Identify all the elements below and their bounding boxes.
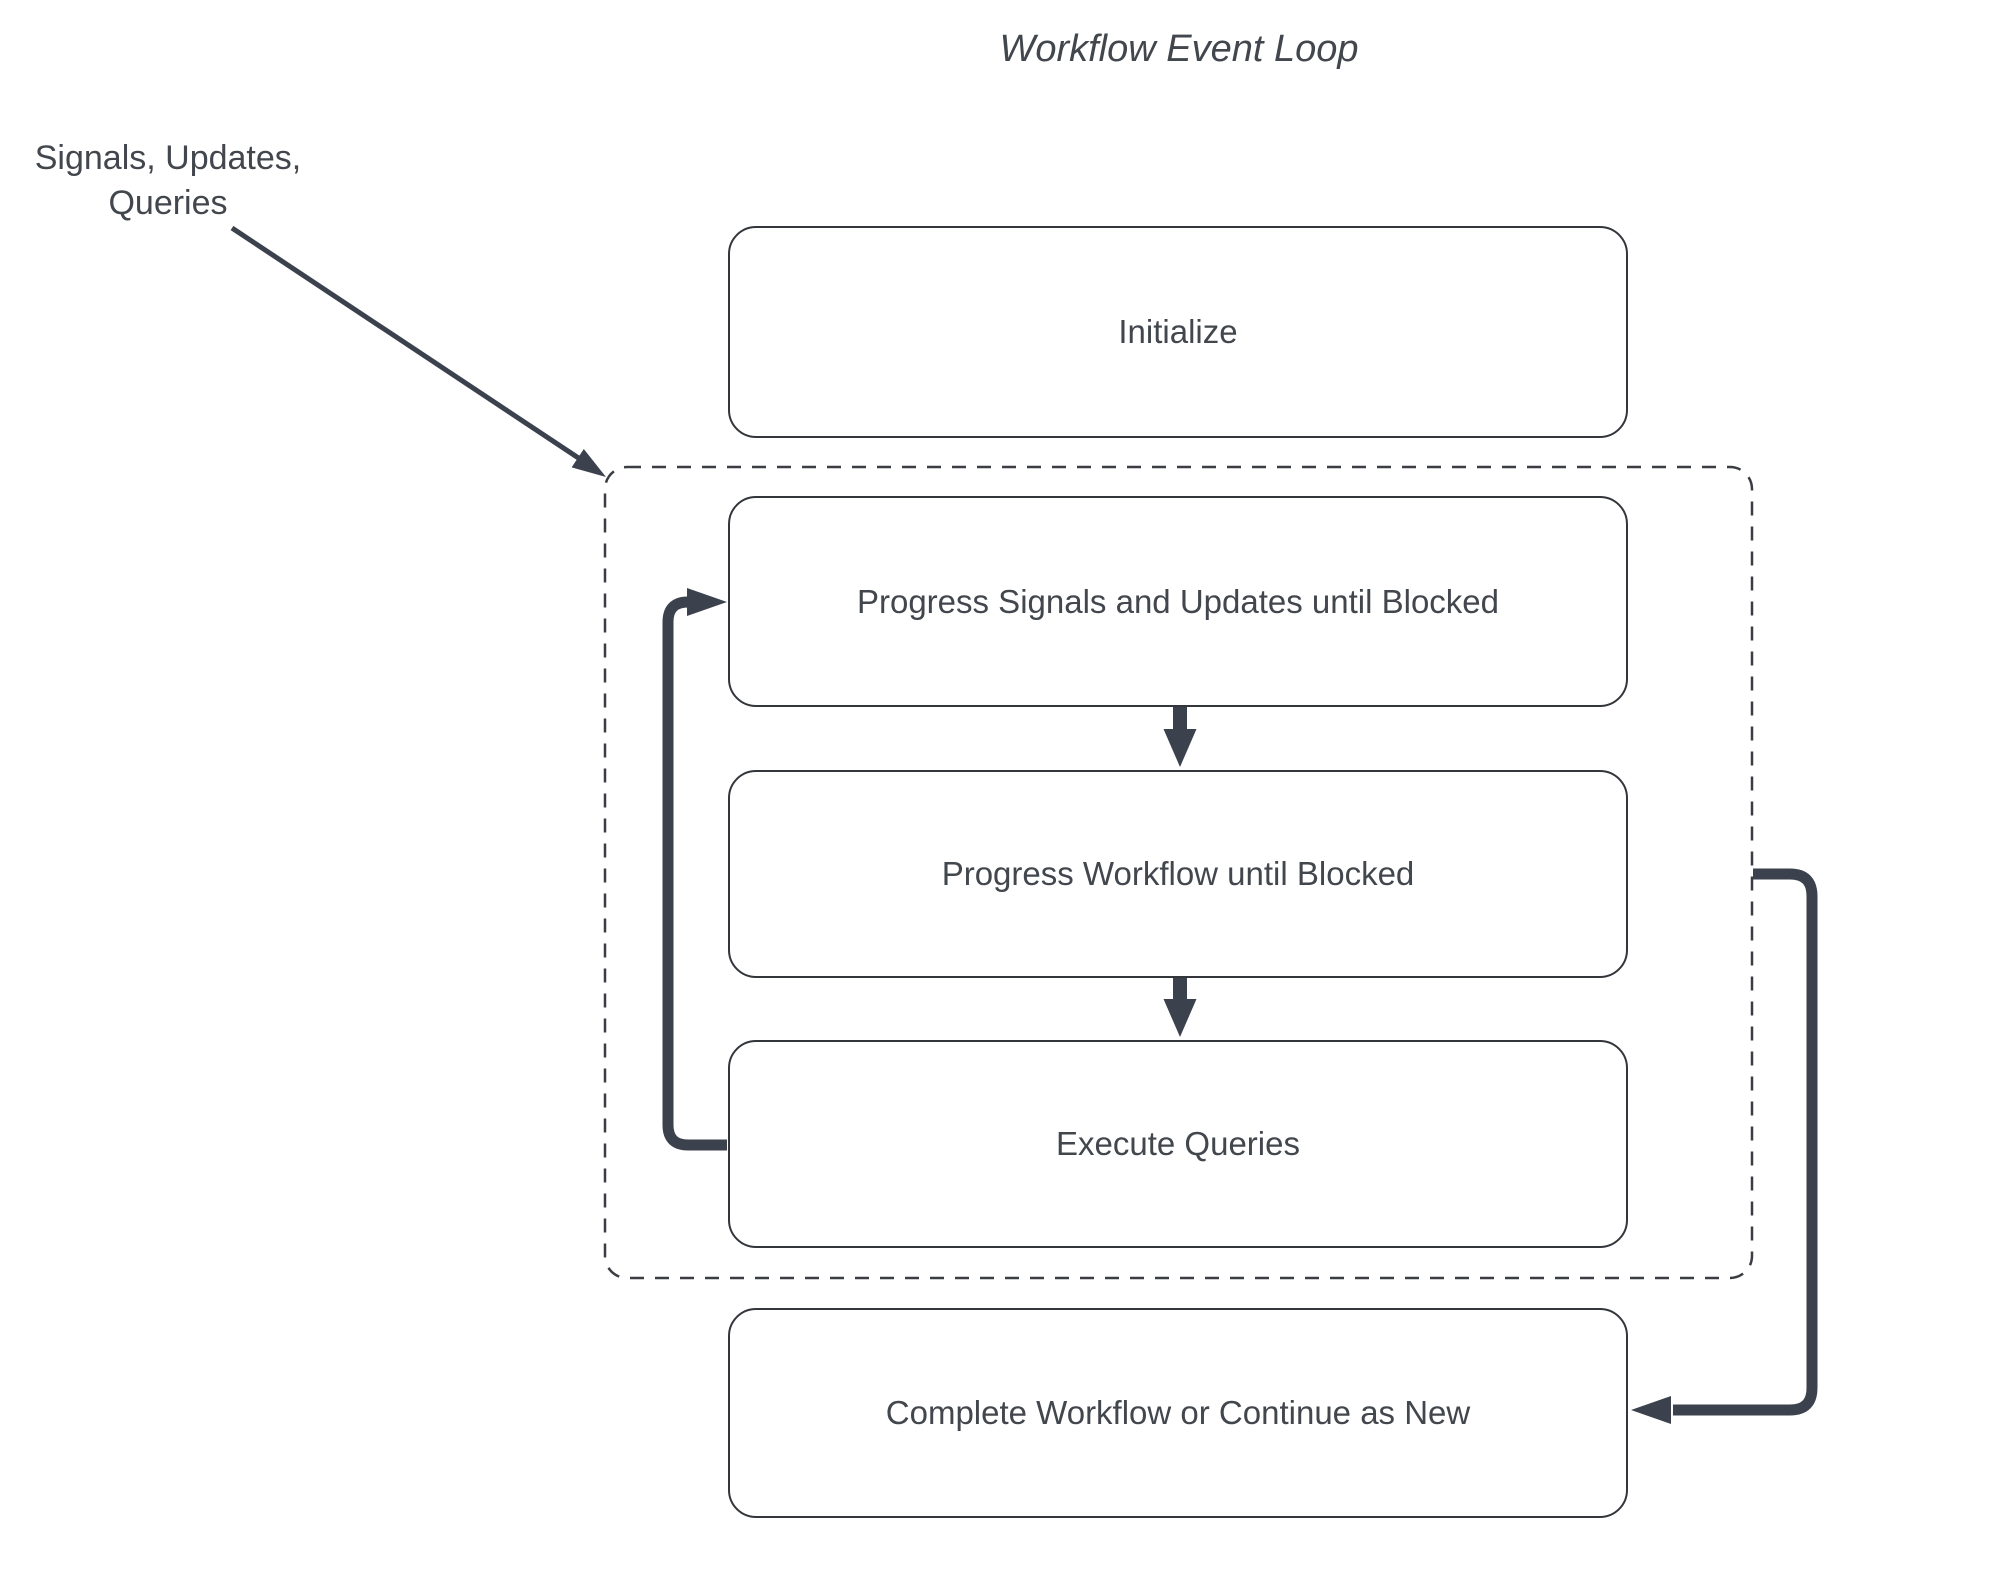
arrow-progress-workflow-to-execute-queries [1163, 977, 1197, 1037]
node-progress-signals-and-updates: Progress Signals and Updates until Block… [728, 496, 1628, 707]
node-complete-workflow-label: Complete Workflow or Continue as New [885, 1394, 1471, 1431]
annotation-line-2: Queries [108, 183, 228, 222]
node-complete-workflow: Complete Workflow or Continue as New [728, 1308, 1628, 1518]
arrow-execute-queries-to-progress-signals [662, 588, 727, 1151]
node-execute-queries: Execute Queries [728, 1040, 1628, 1248]
node-progress-workflow: Progress Workflow until Blocked [728, 770, 1628, 978]
arrow-event-loop-to-complete [1631, 868, 1818, 1424]
annotation-line-1: Signals, Updates, [34, 139, 302, 177]
diagram-title: Workflow Event Loop [999, 28, 1359, 70]
node-initialize-label: Initialize [1118, 313, 1238, 350]
node-progress-signals-label: Progress Signals and Updates until Block… [856, 582, 1500, 620]
arrow-signals-to-event-loop [230, 225, 606, 477]
node-progress-workflow-label: Progress Workflow until Blocked [941, 855, 1415, 892]
node-execute-queries-label: Execute Queries [1056, 1125, 1300, 1162]
arrow-progress-signals-to-progress-workflow [1163, 707, 1197, 767]
node-initialize: Initialize [728, 226, 1628, 438]
signals-updates-queries-annotation: Signals, Updates, Queries [18, 136, 318, 226]
